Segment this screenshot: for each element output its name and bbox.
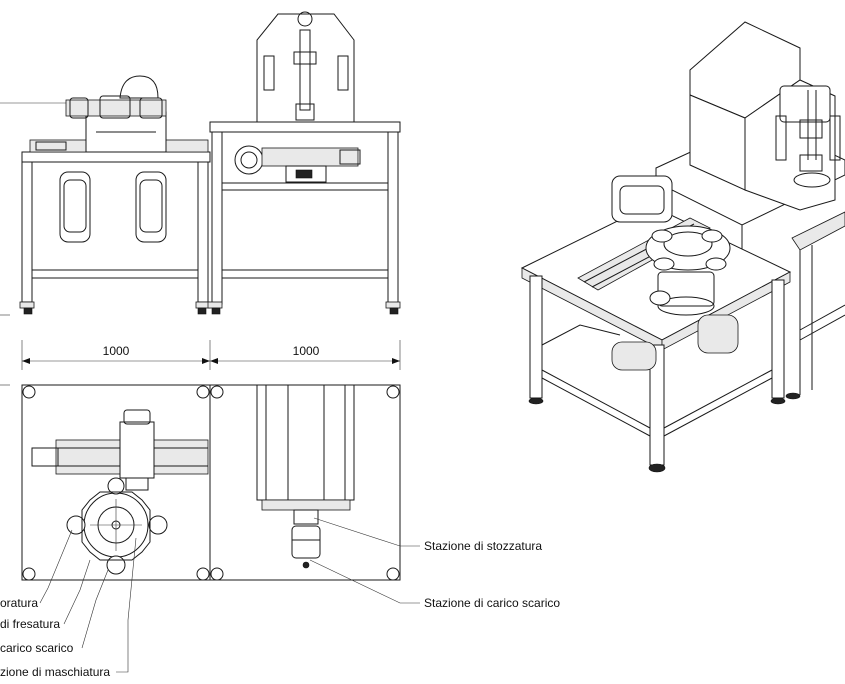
isometric-view xyxy=(520,21,845,473)
label-maschiatura: zione di maschiatura xyxy=(0,665,110,679)
dimension-left: 1000 xyxy=(103,344,130,358)
dimension-lines xyxy=(0,340,401,386)
label-carico-scarico-right: Stazione di carico scarico xyxy=(424,596,560,610)
label-foratura: oratura xyxy=(0,596,38,610)
leader-lines xyxy=(39,517,420,673)
dimension-right: 1000 xyxy=(293,344,320,358)
label-fresatura: di fresatura xyxy=(0,617,60,631)
label-stozzatura: Stazione di stozzatura xyxy=(424,539,542,553)
front-elevation-view xyxy=(0,11,401,316)
label-carico-scarico-left: carico scarico xyxy=(0,641,74,655)
plan-view xyxy=(21,384,401,581)
